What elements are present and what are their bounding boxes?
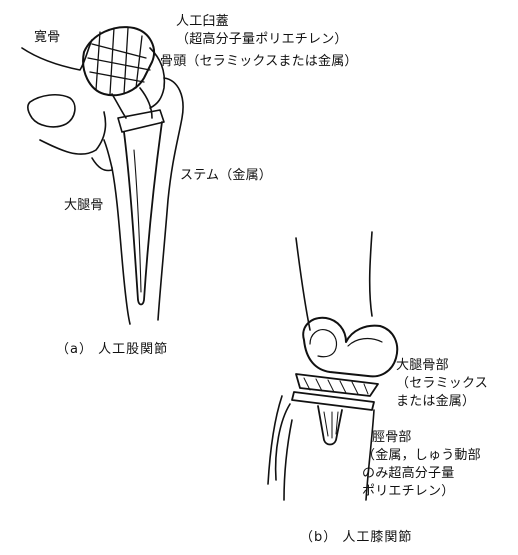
tibial-insert [295,373,379,397]
femoral-component-label: 大腿骨部 [396,358,449,373]
pelvis-lower [39,111,107,155]
acetabular-cup [82,26,155,97]
tibial-keel [317,405,343,446]
femoral-component-material-2: または金属） [396,394,476,409]
stem-label: ステム（金属） [180,168,273,183]
pelvis-label: 寛骨 [34,30,61,45]
femoral-head-label: 骨頭（セラミックスまたは金属） [160,54,358,69]
femur-neck-medial [103,139,113,169]
tibia-outline [274,403,375,501]
knee-femur-shaft [295,231,373,331]
tibial-component-material-3: ポリエチレン） [362,484,455,499]
femoral-stem [123,121,163,306]
hip-caption: （a） 人工股関節 [56,342,169,357]
femur-outline-medial [111,167,131,325]
cup-grid [87,27,151,95]
condyle-inner [309,329,338,358]
femoral-component [302,316,399,378]
condyle-groove [347,337,383,347]
knee-caption: （b） 人工膝関節 [300,530,413,545]
tibial-tray [291,391,375,411]
knee-joint-drawing [267,231,399,501]
acetabulum-rim [149,47,166,109]
pelvis-ischium [91,157,113,172]
femur-outline-lateral [157,77,184,321]
femur-label: 大腿骨 [64,198,104,213]
acetabular-cup-material-label: （超高分子量ポリエチレン） [176,32,348,47]
collar-block [117,109,165,133]
tibial-component-material-2: のみ超高分子量 [362,466,455,481]
fibula-outline [267,395,293,501]
femoral-component-material-1: （セラミックス [396,376,489,391]
hip-joint-drawing [21,26,184,325]
tibial-component-material-1: （金属，しゅう動部 [362,448,481,463]
pelvis-outline [21,39,93,128]
keel-fill [323,411,339,439]
acetabular-cup-label: 人工臼蓋 [176,14,229,29]
femoral-neck [111,87,153,119]
stem-inner [133,149,142,293]
insert-hatching [303,377,369,395]
tibial-component-label: 脛骨部 [372,430,412,445]
